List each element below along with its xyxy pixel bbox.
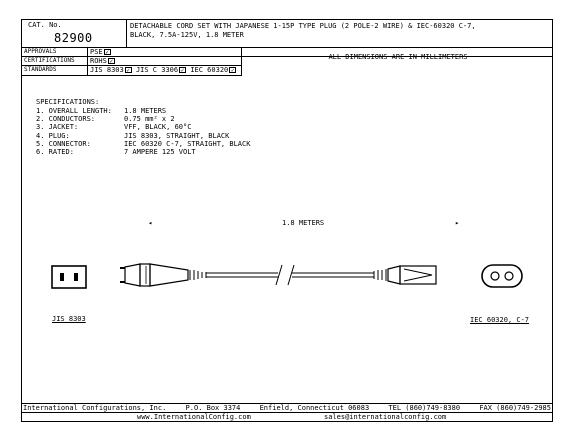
plug-standard-label: JIS 8303 <box>52 315 86 323</box>
connector-body-icon <box>373 265 437 285</box>
dimension-arrow-left: ◂ <box>148 219 153 227</box>
footer-top-line <box>21 403 553 404</box>
approvals-row-line <box>21 56 553 57</box>
connector-standard-label: IEC 60320, C-7 <box>470 316 530 324</box>
footer-website[interactable]: www.InternationalConfig.com <box>137 413 251 421</box>
certifications-row-line <box>21 65 242 66</box>
dimension-arrow-right: ▸ <box>455 219 460 227</box>
spec-row: 6. RATED:7 AMPERE 125 VOLT <box>36 148 196 157</box>
spec-row: 5. CONNECTOR:IEC 60320 C-7, STRAIGHT, BL… <box>36 139 251 148</box>
spec-row: 1. OVERALL LENGTH:1.8 METERS <box>36 107 167 115</box>
footer-company: International Configurations, Inc. <box>23 404 167 412</box>
standard-jis-8303: JIS 8303 <box>90 66 124 74</box>
approval-pse-label: PSE <box>90 48 103 56</box>
cord-drawing <box>51 263 523 289</box>
spec-row: 3. JACKET:VFF, BLACK, 60°C <box>36 123 192 132</box>
cat-label: CAT. No. <box>28 21 62 29</box>
check-icon: ✓ <box>103 49 111 56</box>
footer-email[interactable]: sales@internationalconfig.com <box>324 413 447 421</box>
spec-row: 2. CONDUCTORS:0.75 mm² x 2 <box>36 115 175 124</box>
dimensions-note: ALL DIMENSIONS ARE IN MILLIMETERS <box>328 53 468 61</box>
footer-mid-line <box>21 412 553 413</box>
connector-face-icon <box>481 264 523 288</box>
certification-rohs: ROHS✓ <box>90 57 115 65</box>
specifications-list: 1. OVERALL LENGTH:1.8 METERS 2. CONDUCTO… <box>36 107 250 156</box>
footer-fax: FAX (860)749-2985 <box>479 404 551 412</box>
approvals-label: APPROVALS <box>24 48 57 55</box>
footer-po-box: P.O. Box 3374 <box>185 404 241 412</box>
description-line-2: BLACK, 7.5A-125V, 1.8 METER <box>130 31 244 39</box>
check-icon: ✓ <box>107 58 115 65</box>
plug-body-icon <box>120 263 207 287</box>
certification-rohs-label: ROHS <box>90 57 107 65</box>
approvals-col-divider <box>87 47 88 75</box>
cat-divider <box>126 19 127 47</box>
drawing-frame <box>21 19 553 422</box>
approval-pse: PSE✓ <box>90 48 111 56</box>
footer-contact-row: International Configurations, Inc. P.O. … <box>23 404 551 412</box>
check-icon: ✓ <box>179 67 187 74</box>
standards-list: JIS 8303✓ JIS C 3306✓ IEC 60320✓ <box>90 66 237 74</box>
length-label: 1.8 METERS <box>282 219 325 227</box>
footer-tel: TEL (860)749-8380 <box>388 404 461 412</box>
spec-row: 4. PLUG:JIS 8303, STRAIGHT, BLACK <box>36 131 230 140</box>
standard-iec-60320: IEC 60320 <box>190 66 229 74</box>
cord-line <box>206 264 374 286</box>
plug-face-icon <box>51 265 87 289</box>
specifications-title: SPECIFICATIONS: <box>36 98 100 106</box>
standard-jis-c-3306: JIS C 3306 <box>135 66 179 74</box>
standards-label: STANDARDS <box>24 66 57 73</box>
description-line-1: DETACHABLE CORD SET WITH JAPANESE 1-15P … <box>130 22 476 30</box>
footer-address: Enfield, Connecticut 06083 <box>259 404 370 412</box>
cat-number: 82900 <box>54 31 93 45</box>
check-icon: ✓ <box>229 67 237 74</box>
approvals-table-edge <box>241 47 242 75</box>
certifications-label: CERTIFICATIONS <box>24 57 75 64</box>
header-divider <box>21 47 553 48</box>
check-icon: ✓ <box>124 67 132 74</box>
standards-row-line <box>21 75 242 76</box>
